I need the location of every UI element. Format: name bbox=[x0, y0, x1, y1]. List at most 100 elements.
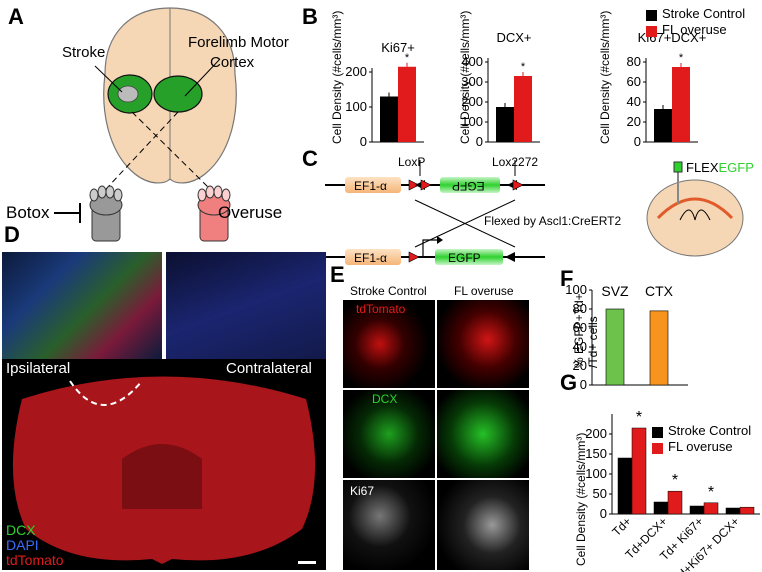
e-dcx-overuse bbox=[437, 390, 529, 478]
micrograph-ipsilateral-inset bbox=[2, 252, 162, 359]
c-ef1a-top: EF1-α bbox=[354, 179, 387, 193]
c-flex-prefix: FLEX bbox=[686, 160, 719, 175]
significance-star: * bbox=[708, 484, 714, 501]
c-flexed: Flexed by Ascl1:CreERT2 bbox=[484, 214, 622, 228]
y-tick-label: 200 bbox=[585, 426, 607, 441]
panel-f-chart: 0 20 40 60 80 100 SVZ CTX bbox=[565, 282, 688, 390]
y-tick-label: 200 bbox=[345, 64, 367, 79]
category-label: Td+ bbox=[609, 514, 634, 539]
bar-overuse bbox=[631, 427, 647, 515]
d-legend-tdtomato: tdTomato bbox=[6, 552, 64, 568]
y-tick-label: 40 bbox=[627, 94, 641, 109]
y-tick-label: 200 bbox=[461, 94, 483, 109]
panel-letter-g: G bbox=[560, 370, 578, 395]
significance-star: * bbox=[521, 61, 526, 73]
y-tick-label: 300 bbox=[461, 74, 483, 89]
y-tick-label: 0 bbox=[634, 134, 641, 149]
y-tick-label: 0 bbox=[360, 134, 367, 149]
y-tick-label: 80 bbox=[573, 301, 587, 316]
bar-control bbox=[725, 507, 741, 515]
motor-cortex-right bbox=[153, 75, 203, 113]
y-tick-label: 0 bbox=[600, 506, 607, 521]
g-legend-swatch-control bbox=[652, 427, 663, 438]
y-tick-label: 150 bbox=[585, 446, 607, 461]
y-tick-label: 60 bbox=[573, 320, 587, 335]
e-row-ki67: Ki67 bbox=[350, 484, 375, 498]
b2-ylabel: Cell Density (#cells/mm³) bbox=[458, 10, 472, 144]
panel-letter-a: A bbox=[8, 4, 24, 29]
c-flex-suffix: EGFP bbox=[718, 160, 754, 175]
label-stroke: Stroke bbox=[62, 44, 106, 61]
y-tick-label: 20 bbox=[627, 114, 641, 129]
c-ef1a-bottom: EF1-α bbox=[354, 251, 387, 265]
micrograph-contralateral-inset bbox=[166, 252, 326, 359]
b-legend-control: Stroke Control bbox=[662, 6, 746, 21]
d-legend-dapi: DAPI bbox=[6, 537, 39, 553]
y-tick-label: 80 bbox=[627, 54, 641, 69]
bar-overuse bbox=[739, 506, 755, 515]
c-egfp-bottom: EGFP bbox=[448, 251, 481, 265]
y-tick-label: 100 bbox=[345, 99, 367, 114]
construct-diagram bbox=[325, 160, 545, 265]
panel-letter-d: D bbox=[4, 222, 20, 247]
e-row-tdtomato: tdTomato bbox=[356, 302, 406, 316]
bar-ctx bbox=[649, 310, 669, 386]
e-td-overuse bbox=[437, 300, 529, 388]
significance-star: * bbox=[636, 409, 642, 426]
category-label: CTX bbox=[645, 283, 674, 299]
y-tick-label: 0 bbox=[580, 377, 587, 390]
y-tick-label: 0 bbox=[476, 134, 483, 149]
c-flex-label: FLEXEGFP bbox=[686, 160, 754, 175]
significance-star: * bbox=[679, 52, 684, 64]
botox-inhibit-bar bbox=[79, 203, 81, 223]
bar-svz bbox=[605, 308, 625, 386]
overuse-paw bbox=[197, 185, 231, 242]
e-ki67-overuse bbox=[437, 480, 529, 570]
y-tick-label: 100 bbox=[565, 282, 587, 297]
b-legend-overuse: FL overuse bbox=[662, 22, 727, 37]
d-ipsilateral: Ipsilateral bbox=[6, 360, 71, 377]
e-ki67-control bbox=[343, 480, 435, 570]
category-label: SVZ bbox=[601, 283, 629, 299]
b1-ylabel: Cell Density (#cells/mm³) bbox=[330, 10, 344, 144]
bar-overuse bbox=[398, 66, 416, 142]
e-td-control bbox=[343, 300, 435, 388]
y-tick-label: 20 bbox=[573, 358, 587, 373]
y-tick-label: 100 bbox=[461, 114, 483, 129]
b-chart-title: Ki67+ bbox=[381, 40, 415, 55]
brain-schematic bbox=[89, 7, 237, 242]
b3-ylabel: Cell Density (#cells/mm³) bbox=[598, 10, 612, 144]
y-tick-label: 400 bbox=[461, 54, 483, 69]
bar-control bbox=[496, 107, 514, 142]
bar-control bbox=[380, 96, 398, 142]
panel-letter-e: E bbox=[330, 262, 345, 287]
botox-paw bbox=[89, 185, 123, 242]
significance-star: * bbox=[672, 472, 678, 489]
y-tick-label: 50 bbox=[593, 486, 607, 501]
bar-overuse bbox=[703, 502, 719, 515]
y-tick-label: 40 bbox=[573, 339, 587, 354]
b-legend-swatch-overuse bbox=[646, 26, 657, 37]
bar-control bbox=[654, 109, 672, 142]
bar-control bbox=[689, 505, 705, 515]
b-chart-title: DCX+ bbox=[496, 30, 531, 45]
f-ylabel-line2: /Td+ cells bbox=[586, 316, 600, 368]
e-col-fl-overuse: FL overuse bbox=[454, 284, 514, 298]
y-tick-label: 100 bbox=[585, 466, 607, 481]
c-egfp-flipped: EGFP bbox=[452, 179, 485, 193]
bar-control bbox=[617, 457, 633, 515]
panel-letter-f: F bbox=[560, 266, 574, 291]
e-dcx-control bbox=[343, 390, 435, 478]
label-motor-cortex-1: Forelimb Motor bbox=[188, 34, 289, 51]
g-legend-swatch-overuse bbox=[652, 443, 663, 454]
botox-inhibit-symbol bbox=[54, 212, 80, 214]
label-overuse: Overuse bbox=[218, 203, 283, 222]
panel-letter-c: C bbox=[302, 146, 318, 171]
g-legend-control: Stroke Control bbox=[668, 423, 752, 438]
coronal-section-schematic bbox=[646, 161, 744, 257]
g-ylabel: Cell Density (#cells/mm³) bbox=[574, 432, 588, 566]
e-row-dcx: DCX bbox=[372, 392, 398, 406]
c-lox2272: Lox2272 bbox=[492, 155, 539, 169]
significance-star: * bbox=[405, 52, 410, 64]
